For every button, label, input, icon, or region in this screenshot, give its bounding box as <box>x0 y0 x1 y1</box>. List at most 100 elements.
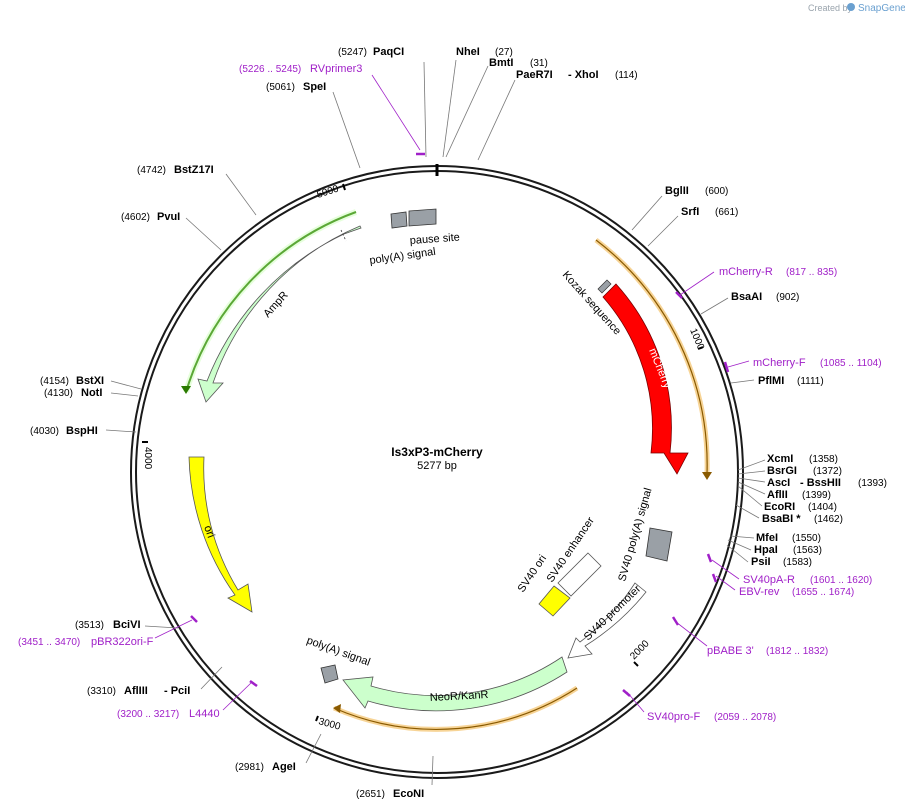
svg-text:3000: 3000 <box>317 716 342 732</box>
svg-text:EcoNI: EcoNI <box>393 788 424 800</box>
svg-text:(1550): (1550) <box>792 533 821 544</box>
enzyme-site-mfei[interactable]: MfeI (1550) <box>729 532 821 544</box>
plasmid-name: Is3xP3-mCherry <box>391 445 483 459</box>
svg-text:L4440: L4440 <box>189 708 220 720</box>
enzyme-site-bmti[interactable]: BmtI (31) <box>445 57 548 158</box>
backbone-outer-strand <box>130 165 744 779</box>
enzyme-site-ecori[interactable]: EcoRI (1404) <box>737 485 837 513</box>
sv40-promoter-arrow[interactable] <box>567 582 647 659</box>
svg-text:(4742): (4742) <box>137 165 166 176</box>
svg-text:PsiI: PsiI <box>751 556 771 568</box>
svg-text:(4602): (4602) <box>121 212 150 223</box>
enzyme-site-econi[interactable]: (2651) EcoNI <box>356 755 434 800</box>
primer-pbr322ori-f[interactable]: (3451 .. 3470) pBR322ori-F <box>18 615 198 648</box>
svg-text:AscI: AscI <box>767 477 790 489</box>
svg-text:PflMI: PflMI <box>758 375 784 387</box>
ampr-orf-line <box>185 211 357 393</box>
enzyme-site-psii[interactable]: PsiI (1583) <box>726 544 812 568</box>
svg-text:BsrGI: BsrGI <box>767 465 797 477</box>
ampr-orf-glow <box>183 209 358 393</box>
svg-text:(1393): (1393) <box>858 478 887 489</box>
svg-text:mCherry-R: mCherry-R <box>719 266 773 278</box>
enzyme-site-paqci[interactable]: (5247) PaqCI <box>338 46 427 158</box>
enzyme-site-bstxi[interactable]: (4154) BstXI <box>40 375 142 390</box>
enzyme-site-bcivi[interactable]: (3513) BciVI <box>75 619 179 631</box>
svg-text:mCherry-F: mCherry-F <box>753 357 806 369</box>
enzyme-site-pflmi[interactable]: PflMI (1111) <box>730 375 824 387</box>
mcherry-orf-arrowhead <box>702 472 712 480</box>
svg-text:(114): (114) <box>615 70 638 81</box>
plasmid-length: 5277 bp <box>417 460 457 472</box>
svg-text:BstZ17I: BstZ17I <box>174 164 214 176</box>
enzyme-site-srfi[interactable]: SrfI (661) <box>647 206 738 247</box>
primer-sv40pro-f[interactable]: SV40pro-F (2059 .. 2078) <box>622 689 776 723</box>
primer-rvprimer3[interactable]: (5226 .. 5245) RVprimer3 <box>239 63 425 156</box>
svg-text:- PciI: - PciI <box>164 685 190 697</box>
enzyme-site-asci-bsshii[interactable]: AscI - BssHII (1393) <box>737 477 887 489</box>
enzyme-site-aflii[interactable]: AflII (1399) <box>737 481 831 501</box>
enzyme-site-hpai[interactable]: HpaI (1563) <box>727 539 822 556</box>
enzyme-site-bstz17i[interactable]: (4742) BstZ17I <box>137 164 257 216</box>
primer-pbabe-3[interactable]: pBABE 3' (1812 .. 1832) <box>671 616 828 657</box>
enzyme-site-bsrgi[interactable]: BsrGI (1372) <box>737 465 842 477</box>
enzyme-site-agei[interactable]: (2981) AgeI <box>235 733 322 773</box>
sv40-polya-box[interactable] <box>645 527 673 562</box>
svg-text:PaeR7I: PaeR7I <box>516 69 553 81</box>
svg-text:AflIII: AflIII <box>124 685 148 697</box>
svg-text:(5061): (5061) <box>266 82 295 93</box>
polya-signal-top-box[interactable] <box>390 211 408 229</box>
neor-orf-arrowhead <box>333 704 341 713</box>
svg-text:BglII: BglII <box>665 185 689 197</box>
svg-text:pBR322ori-F: pBR322ori-F <box>91 636 154 648</box>
svg-text:(27): (27) <box>495 47 513 58</box>
svg-text:(2651): (2651) <box>356 789 385 800</box>
svg-text:(4154): (4154) <box>40 376 69 387</box>
neor-kanr-arrow[interactable] <box>342 656 568 712</box>
enzyme-site-afliii-pcii[interactable]: (3310) AflIII - PciI <box>87 666 223 697</box>
enzyme-site-noti[interactable]: (4130) NotI <box>44 387 139 399</box>
svg-text:(5247): (5247) <box>338 47 367 58</box>
sv40-ori-box[interactable] <box>538 585 571 617</box>
svg-text:NotI: NotI <box>81 387 102 399</box>
svg-text:PaqCI: PaqCI <box>373 46 404 58</box>
svg-text:pBABE 3': pBABE 3' <box>707 645 754 657</box>
kozak-box[interactable] <box>597 279 612 294</box>
svg-text:NheI: NheI <box>456 46 480 58</box>
svg-text:(1601 .. 1620): (1601 .. 1620) <box>810 575 872 586</box>
enzyme-site-xcmi[interactable]: XcmI (1358) <box>737 453 838 471</box>
enzyme-site-bglii[interactable]: BglII (600) <box>631 185 728 231</box>
svg-text:BspHI: BspHI <box>66 425 98 437</box>
ampr-arrow[interactable] <box>197 225 362 403</box>
enzyme-site-bsphi[interactable]: (4030) BspHI <box>30 425 137 437</box>
enzyme-site-paer7i-xhoi[interactable]: PaeR7I - XhoI (114) <box>477 69 638 161</box>
svg-text:(1655 .. 1674): (1655 .. 1674) <box>792 587 854 598</box>
svg-text:RVprimer3: RVprimer3 <box>310 63 362 75</box>
watermark-prefix: Created by <box>808 3 853 13</box>
ori-label: ori <box>201 524 216 540</box>
enzyme-site-pvui[interactable]: (4602) PvuI <box>121 211 222 251</box>
enzyme-site-spei[interactable]: (5061) SpeI <box>266 81 361 169</box>
ori-arrow[interactable] <box>188 456 253 613</box>
polya-signal-bottom-box[interactable] <box>320 664 339 684</box>
primer-ebv-rev[interactable]: EBV-rev (1655 .. 1674) <box>711 573 854 598</box>
svg-text:- XhoI: - XhoI <box>568 69 599 81</box>
svg-text:(3310): (3310) <box>87 686 116 697</box>
enzyme-site-bsabi[interactable]: BsaBI * (1462) <box>735 504 843 525</box>
pause-site-box[interactable] <box>408 208 437 227</box>
enzyme-site-bsaai[interactable]: BsaAI (902) <box>700 291 799 315</box>
primer-mcherry-f[interactable]: mCherry-F (1085 .. 1104) <box>723 357 882 373</box>
svg-text:- BssHII: - BssHII <box>800 477 841 489</box>
svg-text:4000: 4000 <box>142 447 153 470</box>
sv40-enhancer-box[interactable] <box>557 552 602 597</box>
enzyme-site-nhei[interactable]: NheI (27) <box>442 46 513 158</box>
sv40-promoter-label: SV40 promoter <box>582 583 644 643</box>
primer-mcherry-r[interactable]: mCherry-R (817 .. 835) <box>675 266 837 299</box>
svg-text:PvuI: PvuI <box>157 211 180 223</box>
svg-text:SrfI: SrfI <box>681 206 699 218</box>
mcherry-arrow[interactable] <box>602 283 689 475</box>
tick-4000: 4000 <box>142 441 153 470</box>
svg-text:SV40pA-R: SV40pA-R <box>743 574 795 586</box>
tick-3000: 3000 <box>315 715 342 733</box>
primer-sv40pa-r[interactable]: SV40pA-R (1601 .. 1620) <box>706 553 872 586</box>
primer-l4440[interactable]: (3200 .. 3217) L4440 <box>117 679 258 720</box>
